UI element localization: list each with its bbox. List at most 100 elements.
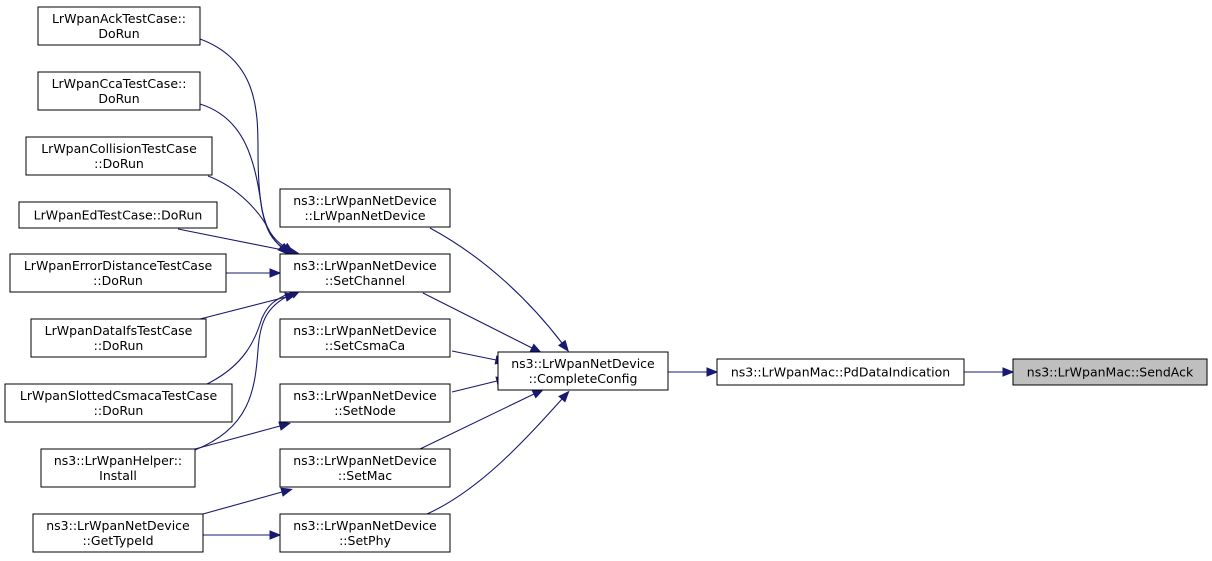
edge-arrowhead [557, 339, 569, 352]
node-setnode[interactable]: ns3::LrWpanNetDevice::SetNode [279, 383, 451, 423]
node-label-line: ::GetTypeId [82, 533, 153, 548]
node-box [25, 136, 213, 176]
node-box [32, 513, 204, 553]
node-ed[interactable]: LrWpanEdTestCase::DoRun [18, 201, 218, 229]
node-label-line: ns3::LrWpanNetDevice [293, 258, 437, 273]
node-label-line: ::CompleteConfig [529, 371, 638, 386]
edge-setphy-to-complete [426, 390, 570, 515]
node-label-line: ::SetNode [334, 403, 396, 418]
edge-line [419, 393, 535, 450]
node-ifs[interactable]: LrWpanDataIfsTestCase::DoRun [30, 318, 207, 358]
node-ack[interactable]: LrWpanAckTestCase::DoRun [37, 6, 201, 46]
node-label-line: ::DoRun [94, 338, 144, 353]
node-label-line: LrWpanEdTestCase::DoRun [34, 208, 203, 223]
edge-arrowhead [558, 390, 570, 403]
node-label-line: ns3::LrWpanMac::SendAck [1027, 365, 1194, 380]
edge-line [194, 425, 281, 450]
node-label-line: ::SetPhy [339, 533, 391, 548]
node-label-line: ::SetChannel [325, 273, 405, 288]
edge-errdist-to-setchannel [226, 268, 282, 278]
node-label-line: ns3::LrWpanNetDevice [293, 323, 437, 338]
edge-arrowhead [1002, 367, 1015, 377]
edge-arrowhead [531, 389, 545, 399]
node-label-line: ns3::LrWpanHelper:: [54, 453, 182, 468]
node-box [279, 318, 451, 358]
node-label-line: ::SetMac [338, 468, 392, 483]
node-label-line: LrWpanErrorDistanceTestCase [24, 258, 213, 273]
edge-line [426, 398, 563, 515]
edge-gettypeid-to-setmac [202, 487, 293, 515]
edge-arrowhead [706, 367, 719, 377]
edge-line [451, 380, 498, 393]
node-box [30, 318, 207, 358]
node-label-line: LrWpanCcaTestCase:: [52, 76, 187, 91]
edge-helper-to-setnode [194, 421, 291, 450]
edge-line [177, 228, 289, 252]
node-box [497, 351, 669, 391]
edge-line [199, 103, 283, 248]
edge-arrowhead [269, 530, 282, 540]
node-box [37, 6, 201, 46]
node-sendack[interactable]: ns3::LrWpanMac::SendAck [1012, 358, 1208, 386]
node-setchannel[interactable]: ns3::LrWpanNetDevice::SetChannel [279, 253, 451, 293]
node-label-line: ns3::LrWpanNetDevice [511, 356, 655, 371]
node-box [279, 188, 451, 228]
node-box [40, 448, 196, 488]
node-label-line: ::LrWpanNetDevice [304, 208, 425, 223]
edge-complete-to-pddata [668, 367, 719, 377]
edge-pddata-to-sendack [964, 367, 1015, 377]
node-box [279, 513, 451, 553]
node-cca[interactable]: LrWpanCcaTestCase::DoRun [37, 71, 201, 111]
node-box [279, 448, 451, 488]
node-coll[interactable]: LrWpanCollisionTestCase::DoRun [25, 136, 213, 176]
edge-ed-to-setchannel [177, 228, 300, 256]
edge-arrowhead [278, 421, 291, 431]
node-box [9, 253, 227, 293]
node-label-line: DoRun [98, 91, 139, 106]
edge-arrowhead [269, 268, 282, 278]
node-label-line: ns3::LrWpanNetDevice [293, 388, 437, 403]
nodes-layer: LrWpanAckTestCase::DoRunLrWpanCcaTestCas… [4, 6, 1208, 553]
node-ctor[interactable]: ns3::LrWpanNetDevice::LrWpanNetDevice [279, 188, 451, 228]
node-label-line: Install [99, 468, 137, 483]
node-box [37, 71, 201, 111]
edge-arrowhead [280, 487, 293, 497]
edge-ctor-to-complete [429, 227, 569, 352]
node-label-line: ::DoRun [94, 156, 144, 171]
node-label-line: ::DoRun [93, 273, 143, 288]
edge-line [429, 227, 563, 344]
node-slotted[interactable]: LrWpanSlottedCsmacaTestCase::DoRun [4, 383, 233, 423]
node-label-line: LrWpanCollisionTestCase [41, 141, 197, 156]
node-box [1012, 358, 1208, 386]
node-label-line: ns3::LrWpanNetDevice [293, 518, 437, 533]
node-helper[interactable]: ns3::LrWpanHelper::Install [40, 448, 196, 488]
node-label-line: LrWpanAckTestCase:: [52, 11, 186, 26]
node-errdist[interactable]: LrWpanErrorDistanceTestCase::DoRun [9, 253, 227, 293]
node-box [716, 358, 965, 386]
edge-gettypeid-to-setphy [203, 530, 282, 540]
edge-arrowhead [529, 343, 543, 354]
node-box [279, 383, 451, 423]
node-label-line: ns3::LrWpanNetDevice [293, 453, 437, 468]
edge-line [207, 175, 286, 248]
edge-line [202, 491, 283, 515]
node-label-line: ns3::LrWpanMac::PdDataIndication [731, 365, 950, 380]
node-setmac[interactable]: ns3::LrWpanNetDevice::SetMac [279, 448, 451, 488]
node-label-line: ::SetCsmaCa [325, 338, 405, 353]
node-label-line: DoRun [98, 26, 139, 41]
node-label-line: LrWpanDataIfsTestCase [45, 323, 193, 338]
node-setcsmaca[interactable]: ns3::LrWpanNetDevice::SetCsmaCa [279, 318, 451, 358]
node-box [279, 253, 451, 293]
node-label-line: ns3::LrWpanNetDevice [46, 518, 190, 533]
edge-line [206, 292, 291, 385]
node-complete[interactable]: ns3::LrWpanNetDevice::CompleteConfig [497, 351, 669, 391]
node-pddata[interactable]: ns3::LrWpanMac::PdDataIndication [716, 358, 965, 386]
node-gettypeid[interactable]: ns3::LrWpanNetDevice::GetTypeId [32, 513, 204, 553]
edge-line [194, 293, 293, 451]
node-box [18, 201, 218, 229]
edge-line [422, 292, 533, 349]
node-setphy[interactable]: ns3::LrWpanNetDevice::SetPhy [279, 513, 451, 553]
edge-line [199, 296, 287, 320]
node-box [4, 383, 233, 423]
